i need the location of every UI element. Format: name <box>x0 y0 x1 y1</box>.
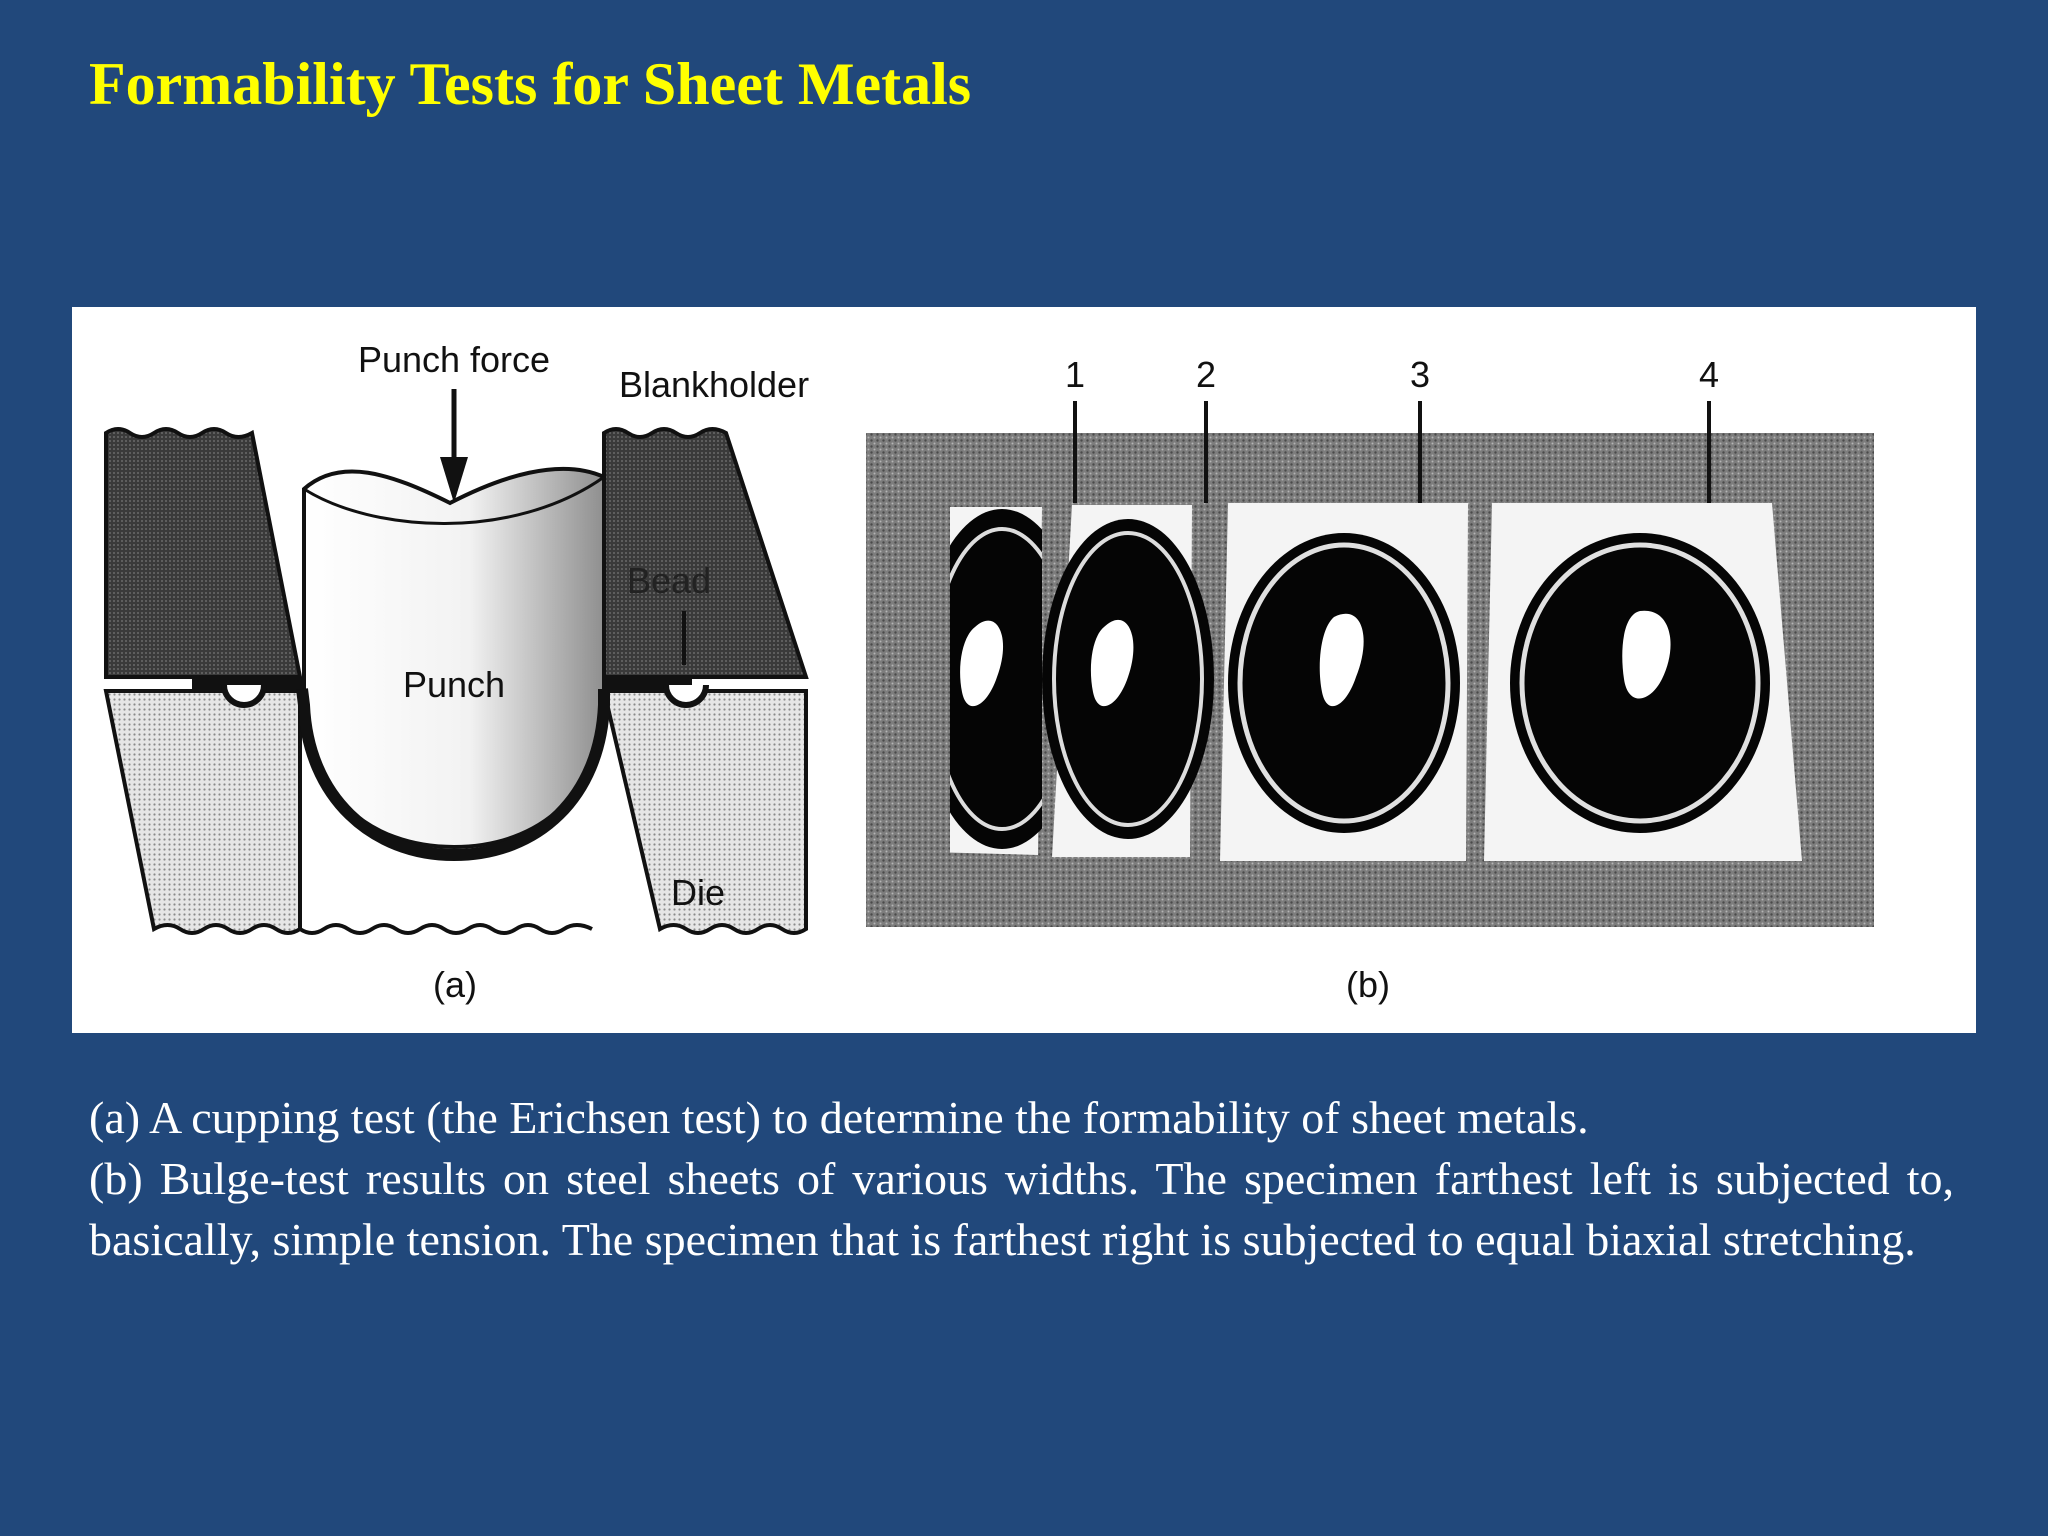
specimen-number-4: 4 <box>1699 354 1719 395</box>
sheet-cup <box>296 688 610 862</box>
bulge-test-photo: 1 2 3 4 (b) <box>866 354 1874 1005</box>
label-punch: Punch <box>403 664 505 705</box>
punch-force-arrowhead <box>440 457 468 503</box>
sheet-left-flange <box>192 678 302 690</box>
panel-b-label: (b) <box>1346 964 1390 1005</box>
slide-title: Formability Tests for Sheet Metals <box>89 51 972 117</box>
cupping-test-diagram: Punch force Blankholder Bead Punch Die (… <box>103 339 809 1005</box>
specimen-number-2: 2 <box>1196 354 1216 395</box>
left-die-shape <box>103 689 302 935</box>
punch-top-edge <box>303 475 605 525</box>
bottom-wavy-edge <box>298 923 593 935</box>
punch-body <box>302 466 606 850</box>
caption-line-b: (b) Bulge-test results on steel sheets o… <box>89 1153 1954 1265</box>
left-bead <box>221 684 267 708</box>
specimen-2 <box>1042 505 1214 857</box>
panel-a-label: (a) <box>433 964 477 1005</box>
specimen-3 <box>1220 503 1468 861</box>
label-die: Die <box>671 872 725 913</box>
figure-illustration: Punch force Blankholder Bead Punch Die (… <box>103 339 1874 1005</box>
left-blankholder-shape <box>104 427 303 679</box>
right-blankholder-shape <box>602 427 809 679</box>
label-bead: Bead <box>627 560 711 601</box>
right-bead <box>663 684 709 708</box>
figure-caption: (a) A cupping test (the Erichsen test) t… <box>89 1087 1954 1270</box>
right-die-shape <box>601 689 808 935</box>
specimen-number-1: 1 <box>1065 354 1085 395</box>
specimen-4 <box>1484 503 1802 861</box>
figure-panel: Punch force Blankholder Bead Punch Die (… <box>72 307 1976 1033</box>
caption-line-a: (a) A cupping test (the Erichsen test) t… <box>89 1092 1589 1143</box>
label-punch-force: Punch force <box>358 339 550 380</box>
specimen-number-3: 3 <box>1410 354 1430 395</box>
label-blankholder: Blankholder <box>619 364 809 405</box>
